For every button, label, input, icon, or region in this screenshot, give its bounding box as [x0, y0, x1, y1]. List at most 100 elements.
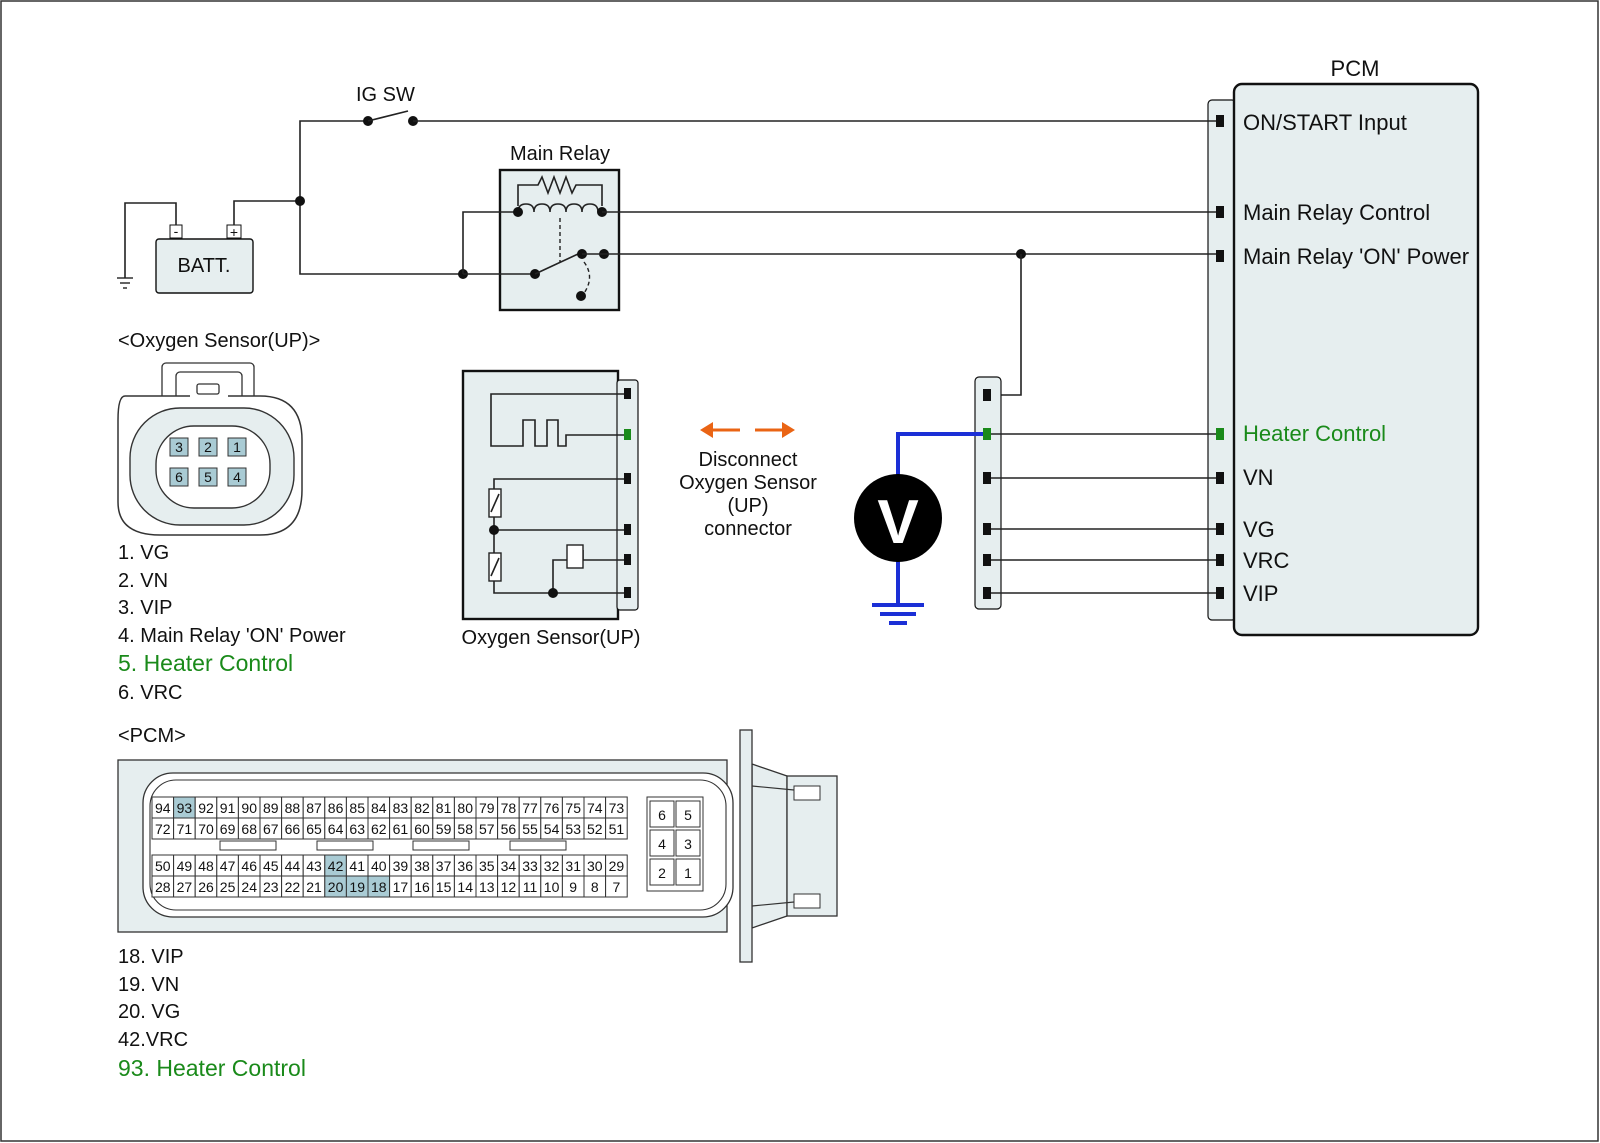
instruction-line-2: Oxygen Sensor	[679, 472, 817, 494]
pcm-pin-label-37: 37	[436, 858, 452, 874]
pcm-small-pin-5	[675, 800, 701, 828]
harness-pin-vg	[983, 523, 991, 535]
o2-legend-item: 4. Main Relay 'ON' Power	[118, 625, 346, 647]
instruction-line-3: (UP)	[727, 495, 768, 517]
pcm-pin-7	[605, 875, 628, 898]
pcm-pin-label-55: 55	[522, 821, 538, 837]
pcm-legend-item: 19. VN	[118, 974, 179, 996]
o2-legend-item: 1. VG	[118, 542, 169, 564]
pcm-pin-label-18: 18	[371, 879, 387, 895]
wire-batt-neg	[124, 202, 177, 278]
pcm-title: PCM	[1331, 56, 1380, 81]
relay-coil-icon	[517, 203, 599, 213]
right-arrow-icon	[755, 422, 795, 438]
pcm-connector-face-inner	[149, 779, 727, 911]
voltmeter-icon	[854, 474, 942, 562]
pcm-pin-label-56: 56	[501, 821, 517, 837]
battery	[155, 238, 254, 294]
wire-relay-coil-feed	[462, 211, 518, 274]
pcm-pin-label-80: 80	[457, 800, 473, 816]
battery-label: BATT.	[178, 255, 231, 277]
battery-ground-icon	[117, 277, 133, 289]
pcm-pin-label-84: 84	[371, 800, 387, 816]
pcm-label-relay-control: Main Relay Control	[1243, 200, 1430, 225]
o2-pin-label: 6	[175, 469, 183, 485]
pcm-pin-label-57: 57	[479, 821, 495, 837]
pcm-pin-label-76: 76	[544, 800, 560, 816]
pcm-pin-label-93: 93	[177, 800, 193, 816]
sensor-wire-6	[493, 581, 624, 594]
pcm-pin-label-67: 67	[263, 821, 279, 837]
pcm-key-slot	[509, 840, 567, 851]
pcm-connector-flange	[739, 729, 753, 963]
pcm-pin-label-89: 89	[263, 800, 279, 816]
pcm-small-pin-2	[649, 858, 675, 886]
pcm-pin-vrc	[1216, 554, 1224, 566]
sensor-pin-heater	[624, 429, 631, 440]
o2-connector-latch-tab	[196, 383, 220, 395]
relay-coil-a	[513, 207, 523, 217]
pcm-connector-edge	[751, 785, 795, 791]
pcm-pin-label-19: 19	[349, 879, 365, 895]
o2-legend-item-heater: 5. Heater Control	[118, 650, 293, 676]
wire-batt-to-igsw	[299, 120, 365, 201]
pcm-pin-label-45: 45	[263, 858, 279, 874]
pcm-pin-label-31: 31	[565, 858, 581, 874]
pcm-small-pin-4	[649, 829, 675, 857]
pcm-pin-label-13: 13	[479, 879, 495, 895]
pcm-pin-label-79: 79	[479, 800, 495, 816]
pcm-pin-label-51: 51	[609, 821, 625, 837]
igsw-blade	[367, 110, 409, 122]
o2-pin-label: 5	[204, 469, 212, 485]
pcm-pin-vg	[1216, 523, 1224, 535]
pcm-pin-label-91: 91	[220, 800, 236, 816]
harness-pin-heater	[983, 428, 991, 440]
oxygen-sensor-label: Oxygen Sensor(UP)	[462, 627, 641, 649]
pcm-pin-label-53: 53	[565, 821, 581, 837]
pcm-pin-label-17: 17	[393, 879, 409, 895]
pcm-pin-label-34: 34	[501, 858, 517, 874]
pcm-pin-label-16: 16	[414, 879, 430, 895]
pcm-pin-label-65: 65	[306, 821, 322, 837]
pcm-pin-label-9: 9	[569, 879, 577, 895]
pcm-label-on-start: ON/START Input	[1243, 110, 1407, 135]
pcm-pin-label-71: 71	[177, 821, 193, 837]
pcm-pin-label-81: 81	[436, 800, 452, 816]
sensor-resistor-2-mark	[490, 557, 500, 577]
pcm-pin-label-49: 49	[177, 858, 193, 874]
pcm-pin-vip	[1216, 587, 1224, 599]
pcm-label-relay-power: Main Relay 'ON' Power	[1243, 244, 1469, 269]
pcm-pin-label-47: 47	[220, 858, 236, 874]
disconnect-instruction: Disconnect Oxygen Sensor (UP) connector	[679, 422, 817, 540]
pcm-small-pin-6	[649, 800, 675, 828]
pcm-label-vip: VIP	[1243, 581, 1278, 606]
pcm-pin-label-7: 7	[613, 879, 621, 895]
pcm-label-heater: Heater Control	[1243, 421, 1386, 446]
pcm-pin-label-69: 69	[220, 821, 236, 837]
pcm-pin-label-10: 10	[544, 879, 560, 895]
pcm-pin-label-32: 32	[544, 858, 560, 874]
sensor-pin-6	[624, 587, 631, 598]
sensor-heater-element-icon	[490, 393, 624, 447]
pcm-pin-relay-power	[1216, 250, 1224, 262]
pcm-pin-label-68: 68	[241, 821, 257, 837]
pcm-pin-label-43: 43	[306, 858, 322, 874]
pcm-key-slot	[219, 840, 277, 851]
pcm-small-pin-label-5: 5	[684, 807, 692, 823]
pcm-label-vg: VG	[1243, 517, 1275, 542]
oxygen-sensor-unit: Oxygen Sensor(UP)	[462, 369, 641, 649]
o2-pin-3	[169, 437, 189, 457]
pcm-pin-label-70: 70	[198, 821, 214, 837]
pcm-pin-label-60: 60	[414, 821, 430, 837]
pcm-pin-label-42: 42	[328, 858, 344, 874]
pcm-pin-label-26: 26	[198, 879, 214, 895]
o2-pin-5	[198, 467, 218, 487]
pcm-connector-clip-top	[793, 785, 821, 801]
pcm-pin-label-90: 90	[241, 800, 257, 816]
sensor-pin-1	[624, 388, 631, 399]
